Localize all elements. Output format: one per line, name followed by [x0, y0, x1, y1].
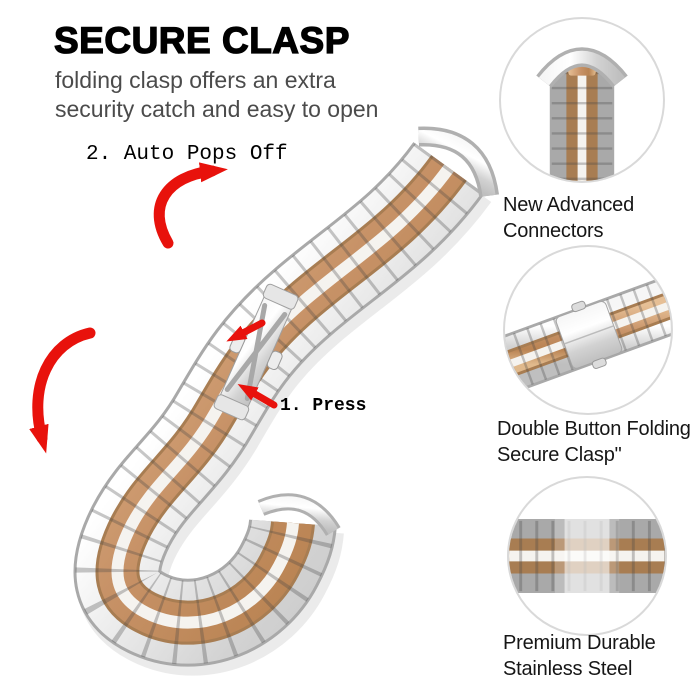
steel-detail-art — [509, 511, 665, 601]
callout-caption-connectors: New Advanced Connectors — [503, 192, 634, 244]
annotation-auto-pops-off: 2. Auto Pops Off — [86, 143, 288, 166]
auto-pops-arrow-icon — [153, 162, 228, 249]
caption-line: New Advanced — [503, 194, 635, 216]
fold-open-arrow-icon — [29, 327, 96, 454]
callout-circle-clasp — [503, 245, 673, 415]
caption-line: Stainless Steel — [503, 658, 633, 680]
clasp-detail-art — [505, 247, 671, 413]
subtitle-line-1: folding clasp offers an extra — [55, 67, 336, 93]
callout-circle-connectors — [499, 17, 665, 183]
callout-circle-steel — [507, 476, 667, 636]
subtitle: folding clasp offers an extra security c… — [55, 66, 378, 124]
press-arrow-upper-icon — [226, 319, 266, 342]
callout-caption-clasp: Double Button Folding Secure Clasp" — [497, 416, 691, 468]
caption-line: Double Button Folding — [497, 418, 691, 440]
annotation-press: 1. Press — [280, 396, 367, 416]
caption-line: Secure Clasp" — [497, 444, 622, 466]
caption-line: Premium Durable — [503, 632, 656, 654]
press-arrow-lower-icon — [237, 384, 278, 409]
caption-line: Connectors — [503, 220, 604, 242]
callout-caption-steel: Premium Durable Stainless Steel — [503, 630, 656, 682]
page-title: SECURE CLASP — [53, 19, 350, 61]
band-end-connector-top — [418, 126, 500, 198]
subtitle-line-2: security catch and easy to open — [55, 96, 379, 122]
clasp-cover-plate — [555, 300, 623, 369]
connector-detail-art — [536, 19, 628, 181]
band-end-connector-bottom — [257, 493, 341, 537]
